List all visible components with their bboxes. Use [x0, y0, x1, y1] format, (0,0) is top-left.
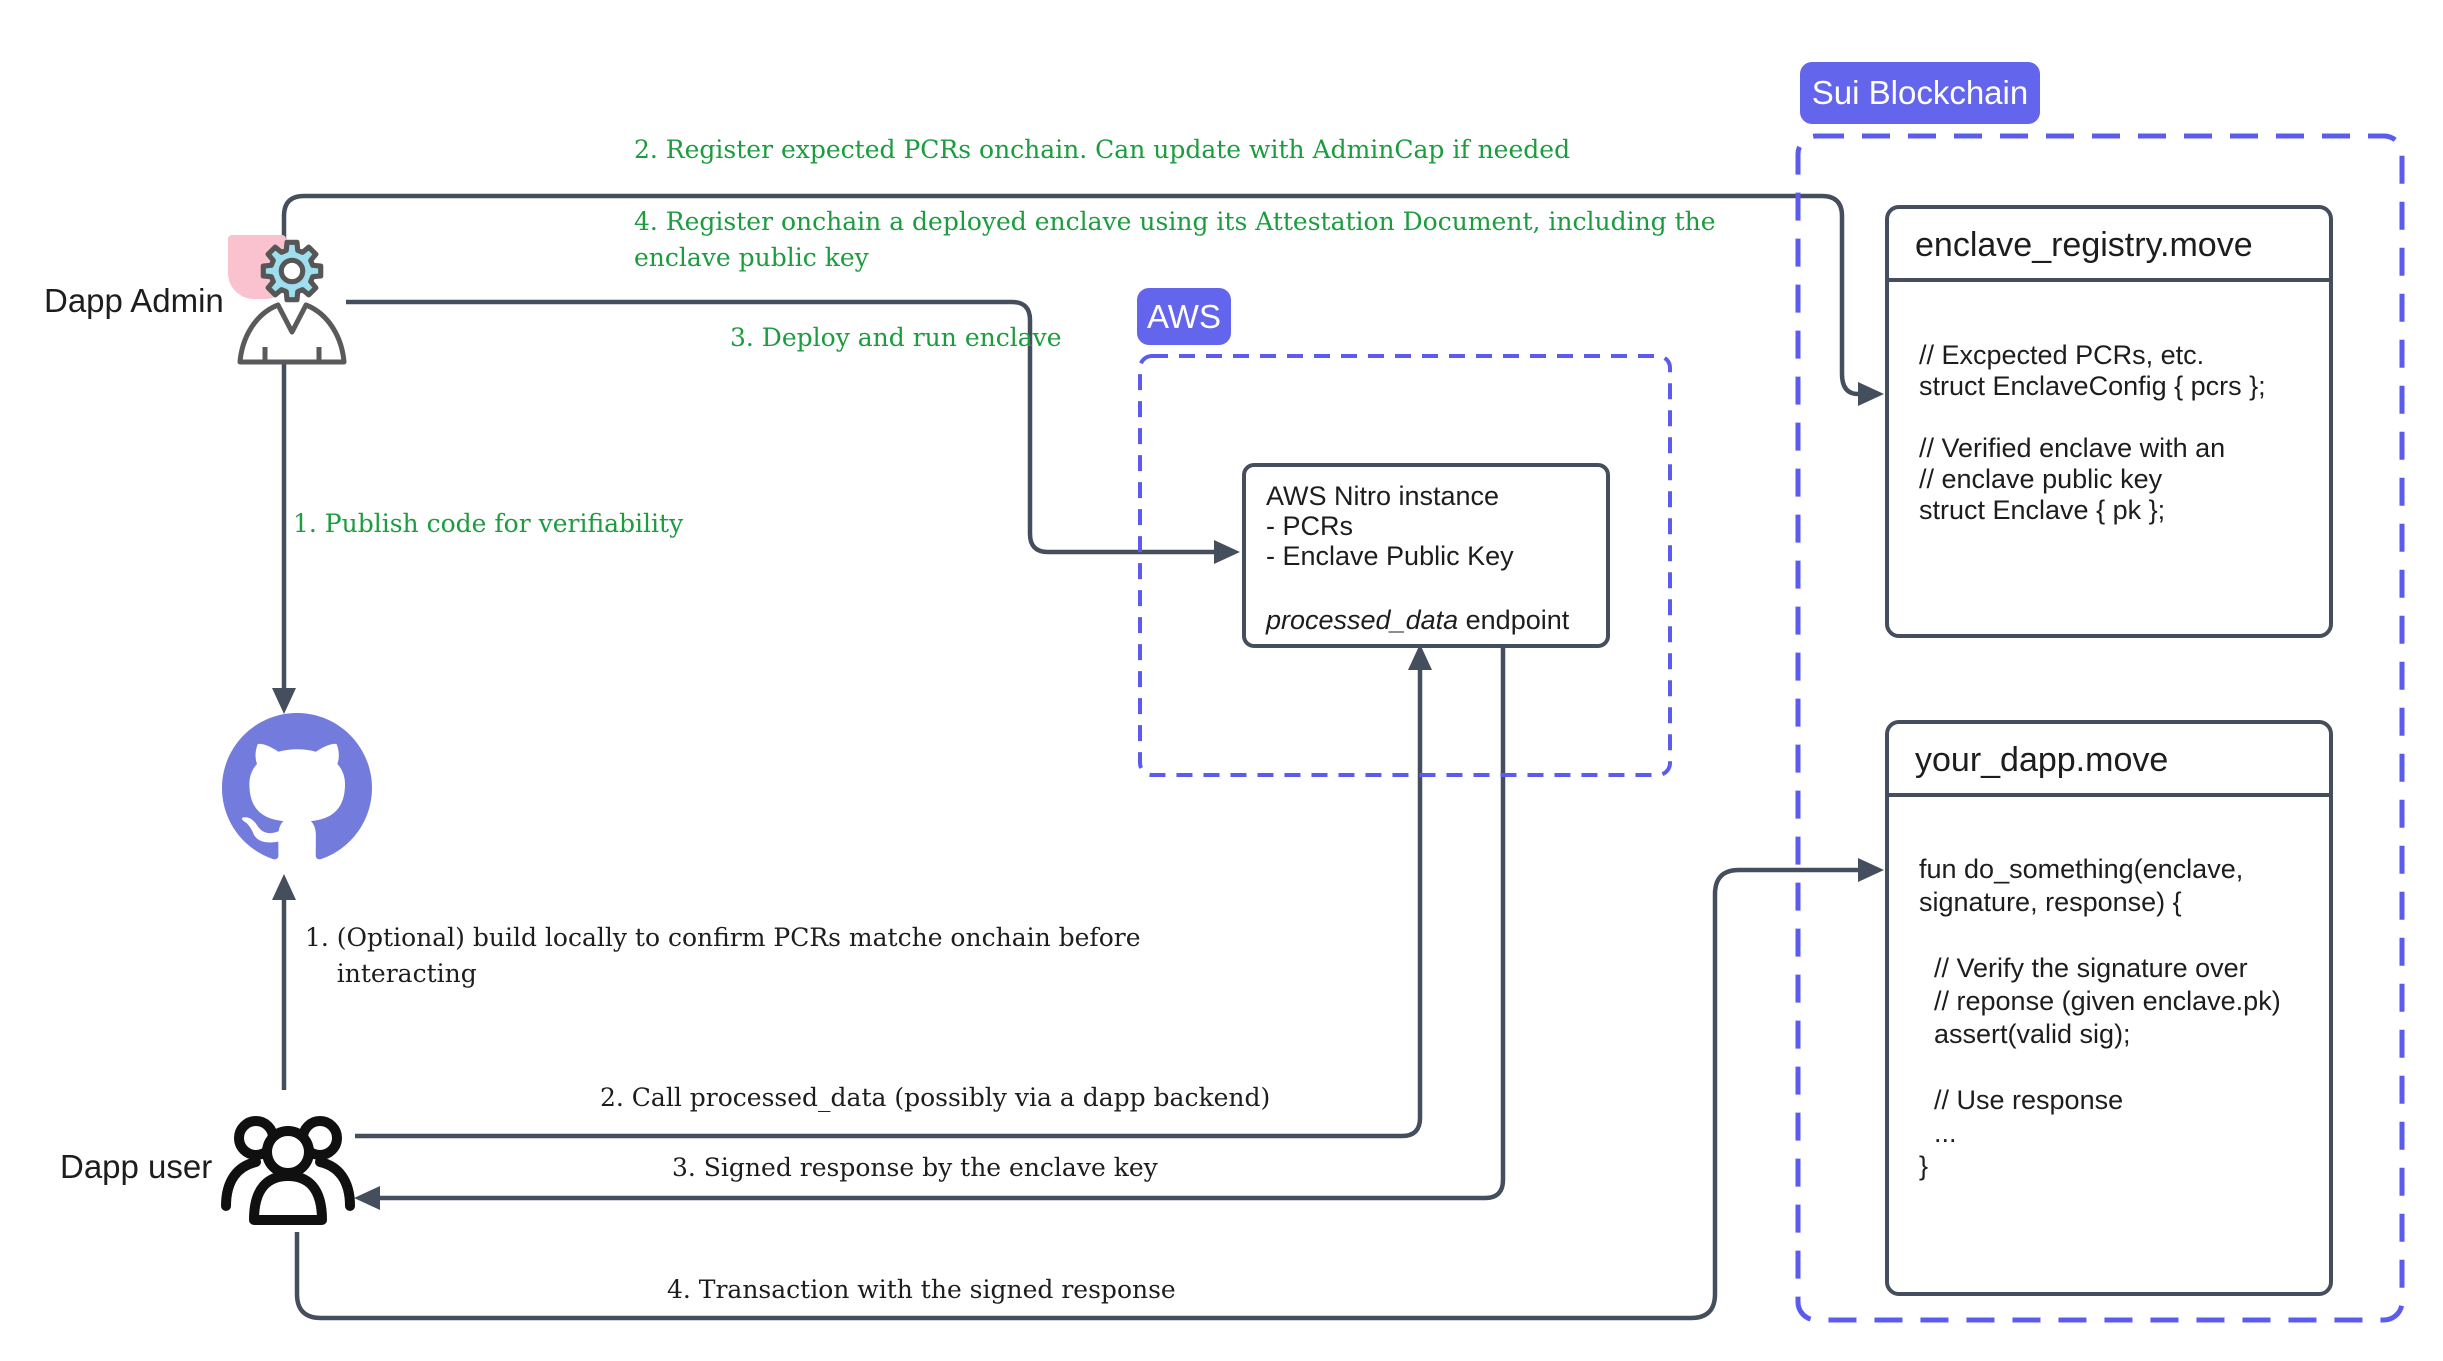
- aws-nitro-instance-box: AWS Nitro instance - PCRs - Enclave Publ…: [1242, 463, 1610, 648]
- step-call-endpoint: 2. Call processed_data (possibly via a d…: [600, 1083, 1271, 1112]
- admin-label: Dapp Admin: [44, 282, 224, 319]
- arrowhead: [354, 1186, 380, 1210]
- user-label: Dapp user: [60, 1148, 213, 1185]
- your-dapp-module-box: your_dapp.move fun do_something(enclave,…: [1885, 720, 2333, 1296]
- arrowhead: [272, 688, 296, 714]
- arrowhead: [1858, 382, 1884, 406]
- enclave-registry-module-box: enclave_registry.move // Excpected PCRs,…: [1885, 205, 2333, 638]
- users-group-icon: [221, 1116, 355, 1225]
- arrow-user-to-nitro: [355, 670, 1423, 1139]
- admin-person-icon: [237, 302, 347, 365]
- arrow-admin-to-nitro: [346, 299, 1214, 555]
- step-register-pcrs: 2. Register expected PCRs onchain. Can u…: [634, 135, 1571, 164]
- step-build-locally: 1. (Optional) build locally to confirm P…: [305, 923, 1141, 988]
- gear-icon: [260, 239, 324, 303]
- step-register-enclave: 4. Register onchain a deployed enclave u…: [634, 207, 1716, 272]
- sui-blockchain-badge: Sui Blockchain: [1800, 62, 2040, 124]
- aws-dashed-boundary: [1138, 354, 1672, 777]
- step-publish-code: 1. Publish code for verifiability: [293, 509, 684, 538]
- arrowhead: [1214, 540, 1240, 564]
- dapp-box-title: your_dapp.move: [1889, 724, 2329, 797]
- step-deploy-enclave: 3. Deploy and run enclave: [730, 323, 1062, 352]
- arrow-nitro-to-user: [380, 642, 1506, 1201]
- nitro-box-lines: AWS Nitro instance - PCRs - Enclave Publ…: [1266, 481, 1514, 571]
- sui-dashed-boundary: [1795, 133, 2405, 1323]
- nitro-endpoint-label: processed_data endpoint: [1266, 605, 1569, 636]
- arrowhead: [272, 874, 296, 900]
- registry-box-title: enclave_registry.move: [1889, 209, 2329, 282]
- dapp-box-code: fun do_something(enclave, signature, res…: [1919, 854, 2281, 1181]
- arrow-admin-to-registry: [281, 193, 1859, 397]
- arrowhead: [1408, 644, 1432, 670]
- endpoint-suffix: endpoint: [1458, 605, 1570, 635]
- endpoint-name: processed_data: [1266, 605, 1459, 635]
- arrow-user-to-dapp: [294, 867, 1858, 1321]
- arrowhead: [1858, 858, 1884, 882]
- registry-box-code: // Excpected PCRs, etc. struct EnclaveCo…: [1919, 340, 2266, 525]
- step-signed-response: 3. Signed response by the enclave key: [672, 1153, 1158, 1182]
- github-octocat-icon: [222, 713, 372, 860]
- aws-badge: AWS: [1137, 288, 1231, 345]
- step-transaction: 4. Transaction with the signed response: [667, 1275, 1176, 1304]
